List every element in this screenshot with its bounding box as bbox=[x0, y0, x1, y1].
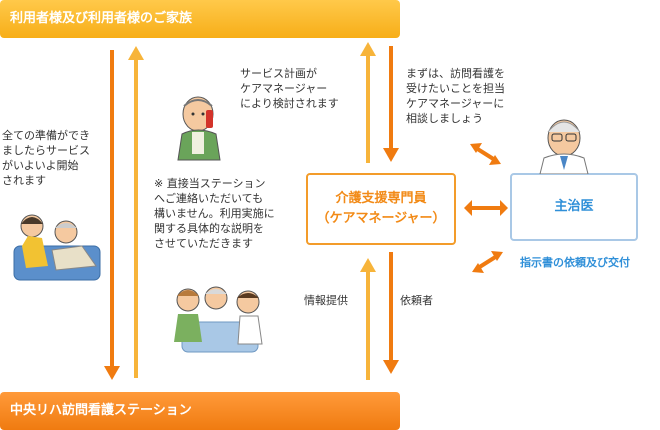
text-line: サービス計画が bbox=[240, 67, 317, 80]
text-consult-manager: まずは、訪問看護を 受けたいことを担当 ケアマネージャーに 相談しましょう bbox=[406, 66, 505, 126]
care-manager-title: 介護支援専門員 bbox=[335, 191, 427, 206]
family-caregiver-illustration bbox=[13, 214, 101, 281]
text-line: により検討されます bbox=[240, 97, 339, 110]
text-line: まずは、訪問看護を bbox=[406, 67, 505, 80]
left-down-arrow bbox=[104, 50, 120, 380]
text-line: ケアマネージャーに bbox=[406, 97, 505, 110]
text-line: へご連絡いただいても bbox=[154, 192, 264, 205]
top-band-family: 利用者様及び利用者様のご家族 bbox=[0, 0, 400, 38]
consult-diagonal-arrow bbox=[470, 143, 501, 165]
care-team-illustration bbox=[174, 286, 263, 353]
order-diagonal-arrow bbox=[472, 251, 503, 273]
label-requester: 依頼者 bbox=[400, 294, 433, 307]
family-to-manager-arrow bbox=[383, 46, 399, 162]
station-to-manager-arrow bbox=[360, 258, 376, 380]
text-line: 全ての準備ができ bbox=[2, 129, 90, 142]
text-line: がいよいよ開始 bbox=[2, 159, 79, 172]
text-line: ましたらサービス bbox=[2, 144, 90, 157]
elderly-phone-illustration bbox=[177, 96, 221, 161]
manager-to-family-arrow bbox=[360, 42, 376, 163]
text-direct-contact-note: ※ 直接当ステーション へご連絡いただいても 構いません。利用実施に 関する具体… bbox=[154, 176, 275, 251]
doctor-caption: 指示書の依頼及び交付 bbox=[520, 256, 630, 269]
doctor-illustration bbox=[539, 119, 589, 174]
bottom-band-station: 中央リハ訪問看護ステーション bbox=[0, 392, 400, 430]
text-line: 関する具体的な説明を bbox=[154, 222, 264, 235]
text-line: 受けたいことを担当 bbox=[406, 82, 505, 95]
attending-doctor-box: 主治医 bbox=[510, 173, 638, 241]
care-manager-box: 介護支援専門員 （ケアマネージャー） bbox=[306, 173, 456, 245]
text-line: されます bbox=[2, 174, 46, 187]
text-line: ※ 直接当ステーション bbox=[154, 177, 266, 190]
label-info-provision: 情報提供 bbox=[304, 294, 348, 307]
text-service-start: 全ての準備ができ ましたらサービス がいよいよ開始 されます bbox=[2, 128, 90, 188]
text-line: ケアマネージャー bbox=[240, 82, 328, 95]
manager-to-station-arrow bbox=[383, 252, 399, 374]
text-service-plan: サービス計画が ケアマネージャー により検討されます bbox=[240, 66, 339, 111]
manager-doctor-double-arrow bbox=[464, 200, 508, 216]
text-line: 構いません。利用実施に bbox=[154, 207, 275, 220]
left-up-arrow bbox=[128, 46, 144, 378]
text-line: させていただきます bbox=[154, 237, 253, 250]
text-line: 相談しましょう bbox=[406, 112, 483, 125]
care-manager-subtitle: （ケアマネージャー） bbox=[316, 211, 446, 226]
